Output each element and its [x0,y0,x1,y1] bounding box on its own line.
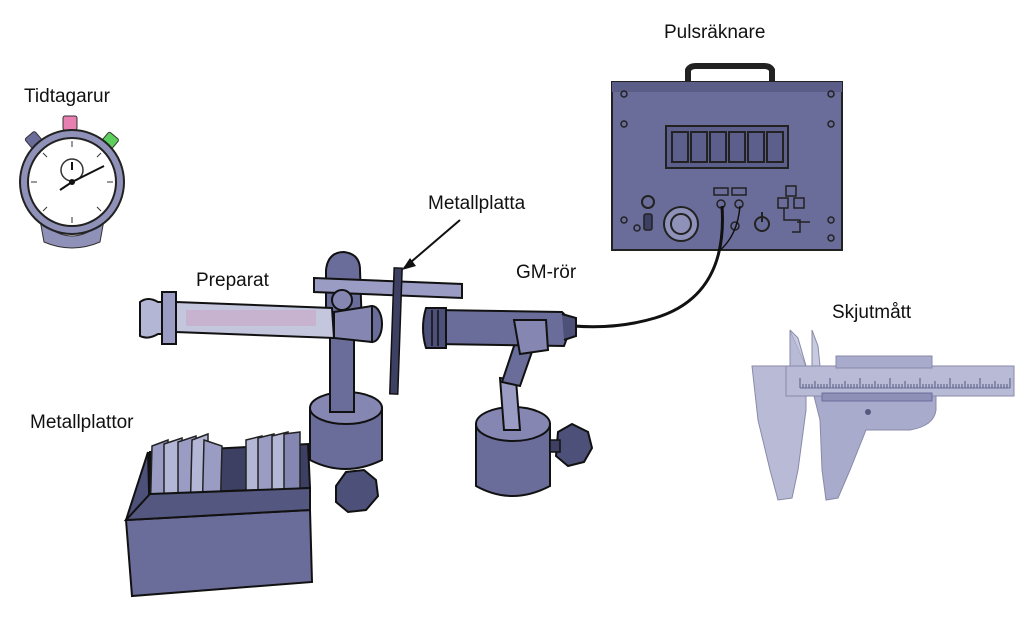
gm-tube-stand [422,307,594,497]
caliper [751,329,1015,501]
gm-tube-label: GM-rör [516,262,577,283]
metal-plates-box [123,431,314,598]
gm-tube-cable [573,205,724,329]
stopwatch-label: Tidtagarur [24,86,110,107]
stand-knob [335,468,380,514]
stopwatch [19,115,125,249]
gm-stand-knob [554,422,594,468]
metal-plate-pointer [403,219,461,269]
counter-connector-icon [777,185,805,233]
pulse-counter [611,63,843,251]
caliper-label: Skjutmått [832,302,912,323]
stopwatch-hand [71,165,105,183]
metal-plate-label: Metallplatta [428,193,526,214]
counter-switch [643,213,653,231]
metal-plate [388,267,403,395]
counter-lamp [641,195,655,209]
metal-plates-label: Metallplattor [30,412,134,433]
stand-cross-rod [313,276,463,300]
counter-knob [663,206,699,242]
gm-tube-window [422,307,447,349]
pulse-counter-label: Pulsräknare [664,22,766,43]
stopwatch-top-button [62,115,78,131]
gm-tube [435,308,570,348]
counter-handle [685,63,775,82]
plates-box-front [124,508,314,598]
caliper-vernier-scale [821,392,933,402]
sample-stand [139,250,463,514]
caliper-sliding-jaw [813,395,937,501]
sample-label: Preparat [196,270,269,291]
